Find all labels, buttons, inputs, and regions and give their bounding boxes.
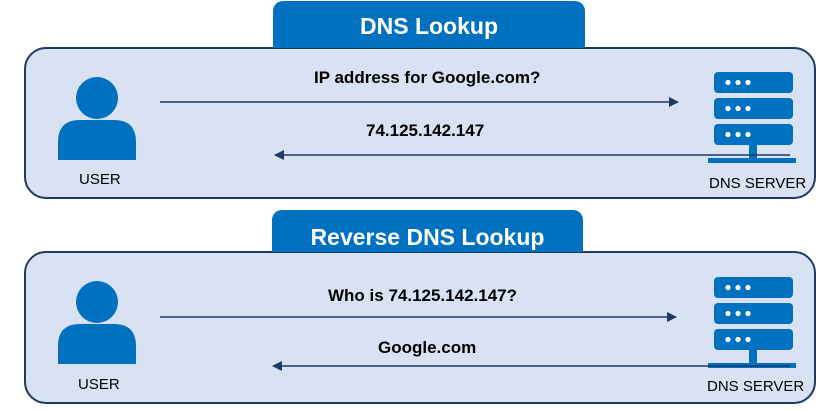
reverse-response-text: Google.com <box>378 338 477 357</box>
dns-server-label: DNS SERVER <box>707 378 805 395</box>
reverse-dns-lookup-panel <box>24 251 816 404</box>
user-label: USER <box>79 171 121 188</box>
dns-server-label: DNS SERVER <box>709 175 807 192</box>
user-icon <box>58 77 136 160</box>
reverse-request-text: Who is 74.125.142.147? <box>328 286 517 305</box>
dns-lookup-title: DNS Lookup <box>273 1 585 48</box>
user-icon <box>58 281 136 364</box>
user-label: USER <box>78 376 120 393</box>
forward-response-text: 74.125.142.147 <box>366 121 485 140</box>
reverse-dns-lookup-title: Reverse DNS Lookup <box>272 210 583 252</box>
forward-request-text: IP address for Google.com? <box>314 68 541 87</box>
dns-lookup-panel <box>24 47 816 199</box>
server-icon <box>708 72 796 163</box>
